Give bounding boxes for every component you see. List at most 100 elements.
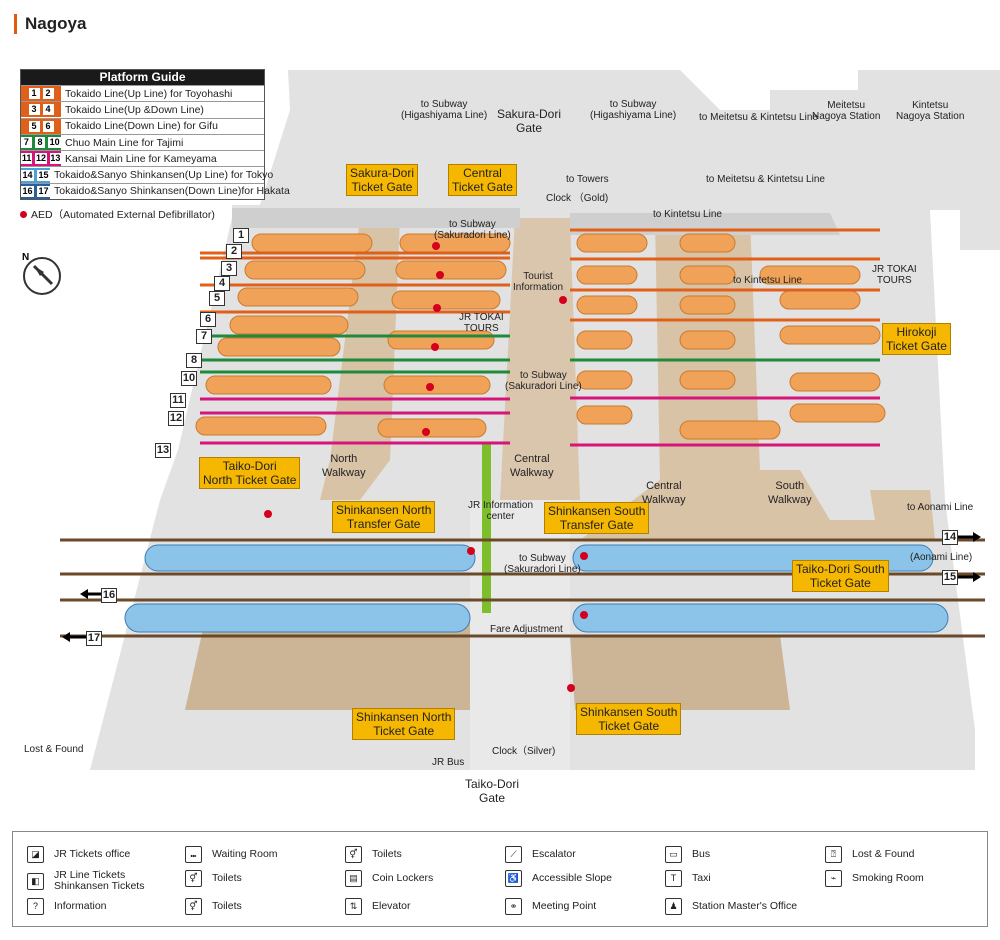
aed-dot xyxy=(559,296,567,304)
lost-found-icon: ⍰ xyxy=(825,846,842,863)
platform-east xyxy=(576,370,633,390)
legend-label: Taxi xyxy=(692,872,711,884)
platform-number: 6 xyxy=(42,120,54,132)
platform-guide-text: Tokaido Line(Up Line) for Toyohashi xyxy=(65,87,233,100)
escalator-icon: ⟋ xyxy=(505,846,522,863)
subway-sakuradori-label: to Subway (Sakuradori Line) xyxy=(504,553,581,575)
platform-number: 11 xyxy=(21,153,33,165)
shinkansen-south-concourse xyxy=(570,635,790,710)
subway-higashiyama-label: to Subway (Higashiyama Line) xyxy=(590,99,677,121)
bus-icon: ▭ xyxy=(665,846,682,863)
platform-east xyxy=(789,403,886,423)
subway-sakuradori-label: to Subway (Sakuradori Line) xyxy=(434,219,511,241)
aed-dot xyxy=(426,383,434,391)
jr-tokai-tours-label: JR TOKAI TOURS xyxy=(872,264,917,286)
shinkansen-south-transfer-gate: Shinkansen South Transfer Gate xyxy=(544,502,650,534)
legend-item: ♟Station Master's Office xyxy=(665,898,797,915)
shinkansen-south-ticket-gate: Shinkansen South Ticket Gate xyxy=(576,703,682,735)
platform-east xyxy=(576,295,638,315)
platform-number: 7 xyxy=(21,137,32,149)
central-walkway-label: Central Walkway xyxy=(510,453,554,479)
south-walkway-label: South Walkway xyxy=(768,480,812,506)
waiting-room-icon: ⑉ xyxy=(185,846,202,863)
conventional-platforms xyxy=(195,228,886,447)
legend-item: ⚭Meeting Point xyxy=(505,898,596,915)
platform-guide-text: Kansai Main Line for Kameyama xyxy=(65,152,217,165)
platform-east xyxy=(576,330,633,350)
platform-number: 4 xyxy=(42,104,54,116)
platform-east xyxy=(789,372,881,392)
platform-number: 8 xyxy=(34,137,46,149)
platform-east xyxy=(779,290,861,310)
platform-number: 3 xyxy=(28,104,40,116)
clock-gold-label: Clock （Gold) xyxy=(546,193,609,204)
shinkansen-north-ticket-gate: Shinkansen North Ticket Gate xyxy=(352,708,456,740)
legend-item: ⌁Smoking Room xyxy=(825,870,924,887)
north-compass-icon: N xyxy=(22,252,61,295)
clock-silver-label: Clock（Silver) xyxy=(492,746,556,757)
to-towers-label: to Towers xyxy=(566,174,609,185)
platform-west xyxy=(251,233,373,253)
aed-dot xyxy=(436,271,444,279)
platform-east xyxy=(759,265,861,285)
svg-text:N: N xyxy=(22,252,29,263)
toilets-accessible-icon: ⚥ xyxy=(185,898,202,915)
meitetsu-station-label: Meitetsu Nagoya Station xyxy=(812,100,881,122)
aed-dot xyxy=(431,343,439,351)
platform-number-box: 10 xyxy=(181,371,197,386)
legend-label: Meeting Point xyxy=(532,900,597,912)
toilets-icon: ⚥ xyxy=(185,870,202,887)
accessible-slope-icon: ♿ xyxy=(505,870,522,887)
aed-dot xyxy=(433,304,441,312)
elevator-icon: ⇅ xyxy=(345,898,362,915)
platform-guide-text: Chuo Main Line for Tajimi xyxy=(65,136,184,149)
subway-higashiyama-label: to Subway (Higashiyama Line) xyxy=(401,99,488,121)
platform-west xyxy=(395,260,507,280)
platform-east xyxy=(679,420,781,440)
legend-item: ⍰ Lost & Found xyxy=(825,846,914,863)
aonami-line-label: (Aonami Line) xyxy=(910,552,973,563)
legend-item: ◧JR Line Tickets Shinkansen Tickets xyxy=(27,870,144,892)
legend-label: Lost & Found xyxy=(852,848,915,860)
to-aonami-label: to Aonami Line xyxy=(907,502,974,513)
legend-item: ⚥Toilets xyxy=(185,870,242,887)
aed-dot xyxy=(467,547,475,555)
sakura-dori-gate-label: Sakura-Dori Gate xyxy=(497,107,562,135)
legend-label: Accessible Slope xyxy=(532,872,612,884)
jr-information-center-label: JR Information center xyxy=(468,500,534,522)
information-icon: ? xyxy=(27,898,44,915)
shinkansen-platform xyxy=(144,544,476,572)
legend-label: Smoking Room xyxy=(852,872,924,884)
tourist-information-label: Tourist Information xyxy=(513,271,564,293)
taiko-dori-north-ticket-gate: Taiko-Dori North Ticket Gate xyxy=(199,457,301,489)
platform-east xyxy=(576,405,633,425)
platform-number: 16 xyxy=(21,185,34,197)
platform-guide-text: Tokaido Line(Up &Down Line) xyxy=(65,103,204,116)
kintetsu-station-label: Kintetsu Nagoya Station xyxy=(896,100,965,122)
shinkansen-number-box: 16 xyxy=(101,588,117,603)
central-concourse xyxy=(500,218,580,500)
platform-number-box: 8 xyxy=(186,353,202,368)
legend-label: Elevator xyxy=(372,900,411,912)
platform-west xyxy=(244,260,366,280)
green-corridor xyxy=(482,443,491,613)
taiko-dori-gate-label: Taiko-Dori Gate xyxy=(465,777,520,805)
shinkansen-platform xyxy=(572,603,949,633)
platform-number-box: 3 xyxy=(221,261,237,276)
aed-dot xyxy=(567,684,575,692)
platform-number-box: 11 xyxy=(170,393,186,408)
to-kintetsu-label: to Kintetsu Line xyxy=(733,275,802,286)
platform-number-box: 6 xyxy=(200,312,216,327)
platform-number-box: 13 xyxy=(155,443,171,458)
direction-arrow-head xyxy=(973,532,981,542)
platform-east xyxy=(679,295,736,315)
legend-label: JR Line Tickets Shinkansen Tickets xyxy=(54,869,145,892)
